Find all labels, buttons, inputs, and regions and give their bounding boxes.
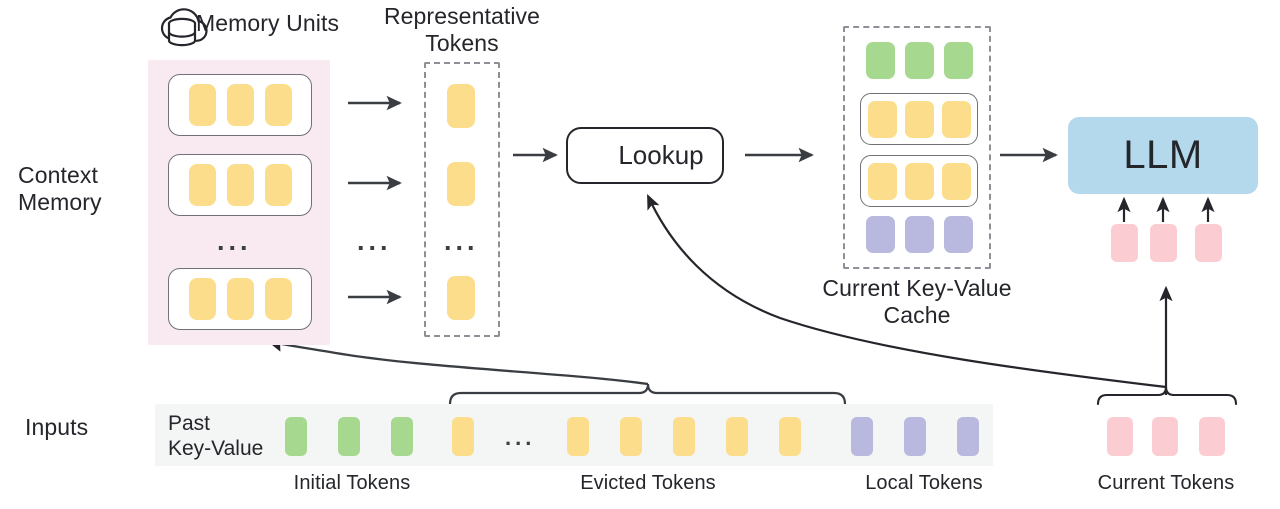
kv-token-yellow (867, 100, 897, 138)
llm-input-token-1 (1111, 224, 1138, 262)
brace-evicted-tokens (448, 383, 847, 406)
current-token-1 (1107, 417, 1133, 456)
input-token-yellow-5 (726, 417, 748, 456)
input-token-purple-3 (957, 417, 979, 456)
kv-token-yellow (904, 100, 934, 138)
local-tokens-label: Local Tokens (865, 472, 983, 494)
memory-token (188, 164, 216, 206)
arrows-column-ellipsis: ... (357, 226, 392, 256)
memory-units-ellipsis: ... (217, 226, 252, 256)
kv-cache-row-local (866, 216, 973, 253)
input-token-green-1 (285, 417, 307, 456)
representative-token-3 (447, 276, 475, 320)
input-token-green-3 (391, 417, 413, 456)
lookup-label: Lookup (618, 140, 704, 170)
memory-token (226, 84, 254, 126)
current-kv-cache-label: Current Key-Value Cache (822, 275, 1012, 328)
kv-token-purple (905, 216, 934, 253)
memory-token (226, 278, 254, 320)
inputs-label: Inputs (25, 414, 89, 440)
input-token-yellow-2 (567, 417, 589, 456)
input-token-purple-1 (851, 417, 873, 456)
current-kv-cache-box (843, 26, 991, 269)
memory-unit-3[interactable] (168, 268, 312, 330)
representative-tokens-label: Representative Tokens (383, 3, 541, 56)
kv-token-green (905, 42, 934, 79)
representative-tokens-box (424, 62, 500, 337)
input-token-green-2 (338, 417, 360, 456)
llm-input-token-3 (1195, 224, 1222, 262)
current-token-3 (1199, 417, 1225, 456)
representative-token-1 (447, 84, 475, 128)
representative-tokens-ellipsis: ... (444, 226, 479, 256)
kv-token-yellow (867, 162, 897, 200)
kv-token-green (866, 42, 895, 79)
llm-box[interactable]: LLM (1068, 117, 1258, 194)
kv-cache-row-memory-unit-1[interactable] (860, 93, 978, 145)
memory-token (264, 164, 292, 206)
context-memory-label: Context Memory (18, 162, 102, 215)
input-token-yellow-3 (620, 417, 642, 456)
inputs-ellipsis: ... (505, 425, 536, 450)
kv-token-yellow (941, 100, 971, 138)
memory-token (264, 84, 292, 126)
lookup-button[interactable]: Lookup (566, 127, 724, 184)
evicted-tokens-label: Evicted Tokens (580, 472, 716, 494)
past-key-value-label: Past Key-Value (168, 412, 264, 460)
memory-unit-1[interactable] (168, 74, 312, 136)
llm-label: LLM (1123, 133, 1203, 177)
input-token-yellow-6 (779, 417, 801, 456)
initial-tokens-label: Initial Tokens (293, 472, 411, 494)
kv-cache-row-memory-unit-2[interactable] (860, 155, 978, 207)
kv-token-purple (944, 216, 973, 253)
input-token-yellow-1 (452, 417, 474, 456)
current-tokens-label: Current Tokens (1097, 472, 1235, 494)
kv-cache-row-initial (866, 42, 973, 79)
kv-token-green (944, 42, 973, 79)
memory-token (188, 278, 216, 320)
memory-token (226, 164, 254, 206)
input-token-purple-2 (904, 417, 926, 456)
brace-current-tokens (1096, 386, 1238, 406)
input-token-yellow-4 (673, 417, 695, 456)
representative-token-2 (447, 162, 475, 206)
kv-token-purple (866, 216, 895, 253)
kv-token-yellow (941, 162, 971, 200)
curve-evicted-to-context-memory (261, 330, 649, 386)
kv-token-yellow (904, 162, 934, 200)
memory-units-label: Memory Units (196, 10, 340, 36)
llm-input-token-2 (1150, 224, 1177, 262)
current-token-2 (1152, 417, 1178, 456)
memory-unit-2[interactable] (168, 154, 312, 216)
memory-token (188, 84, 216, 126)
memory-token (264, 278, 292, 320)
